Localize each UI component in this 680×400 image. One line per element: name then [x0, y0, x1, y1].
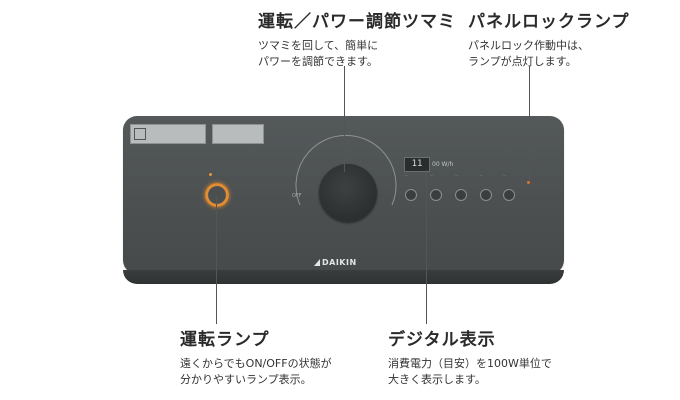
leader-line-power: [344, 66, 345, 172]
brand-name: DAIKIN: [322, 258, 357, 267]
run-lamp-desc-2: 分かりやすいランプ表示。: [180, 373, 312, 386]
brand-logo-icon: [314, 259, 320, 266]
control-button-1[interactable]: [405, 189, 417, 201]
run-lamp-callout: 運転ランプ 遠くからでもON/OFFの状態が 分かりやすいランプ表示。: [180, 330, 332, 388]
button-label-5: ···: [503, 174, 507, 178]
leader-line-panel: [529, 66, 530, 180]
digital-desc-1: 消費電力（目安）を100W単位で: [388, 357, 552, 370]
run-lamp-desc-1: 遠くからでもON/OFFの状態が: [180, 357, 332, 370]
run-indicator-dot: [209, 173, 212, 176]
power-knob-callout: 運転／パワー調節ツマミ ツマミを回して、簡単に パワーを調節できます。: [258, 12, 456, 70]
panel-lock-title: パネルロックランプ: [468, 12, 630, 32]
device-base: [123, 270, 564, 284]
button-label-2: ···: [430, 174, 434, 178]
leader-line-digital: [426, 170, 427, 324]
panel-lock-callout: パネルロックランプ パネルロック作動中は、 ランプが点灯します。: [468, 12, 630, 70]
digital-unit: 00 W/h: [432, 161, 454, 168]
power-knob-desc-1: ツマミを回して、簡単に: [258, 39, 379, 52]
control-button-5[interactable]: [503, 189, 515, 201]
digital-callout: デジタル表示 消費電力（目安）を100W単位で 大きく表示します。: [388, 330, 552, 388]
digital-desc-2: 大きく表示します。: [388, 373, 486, 386]
panel-lock-desc-1: パネルロック作動中は、: [468, 39, 589, 52]
control-button-2[interactable]: [430, 189, 442, 201]
off-label: OFF: [292, 193, 302, 199]
run-lamp-title: 運転ランプ: [180, 330, 270, 350]
power-knob[interactable]: [319, 164, 377, 222]
panel-lock-lamp: [527, 181, 530, 184]
control-button-3[interactable]: [455, 189, 467, 201]
control-button-4[interactable]: [480, 189, 492, 201]
caution-label: [212, 124, 264, 144]
button-label-4: ···: [480, 174, 484, 178]
panel-lock-desc-2: ランプが点灯します。: [468, 55, 577, 68]
button-label-1: ···: [405, 174, 409, 178]
digital-title: デジタル表示: [388, 330, 496, 350]
digital-display: 11: [404, 157, 430, 172]
warning-label: [130, 124, 206, 144]
run-lamp: [205, 183, 229, 207]
warning-icon: [134, 128, 146, 140]
button-label-3: ···: [455, 174, 459, 178]
leader-line-lamp: [216, 196, 217, 324]
power-knob-title: 運転／パワー調節ツマミ: [258, 12, 456, 32]
power-knob-desc-2: パワーを調節できます。: [258, 55, 378, 68]
